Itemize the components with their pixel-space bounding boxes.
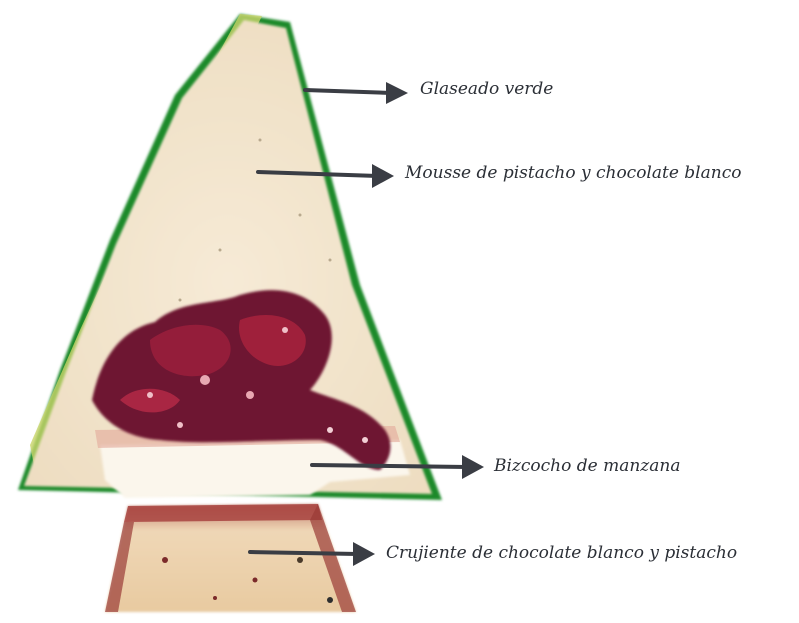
- label-crujiente: Crujiente de chocolate blanco y pistacho: [386, 543, 737, 563]
- label-bizcocho: Bizcocho de manzana: [494, 456, 680, 476]
- label-glaseado-verde: Glaseado verde: [420, 79, 553, 99]
- label-mousse: Mousse de pistacho y chocolate blanco: [405, 163, 741, 183]
- crunch-layer: [105, 504, 356, 612]
- arrow-glaze: [305, 82, 408, 104]
